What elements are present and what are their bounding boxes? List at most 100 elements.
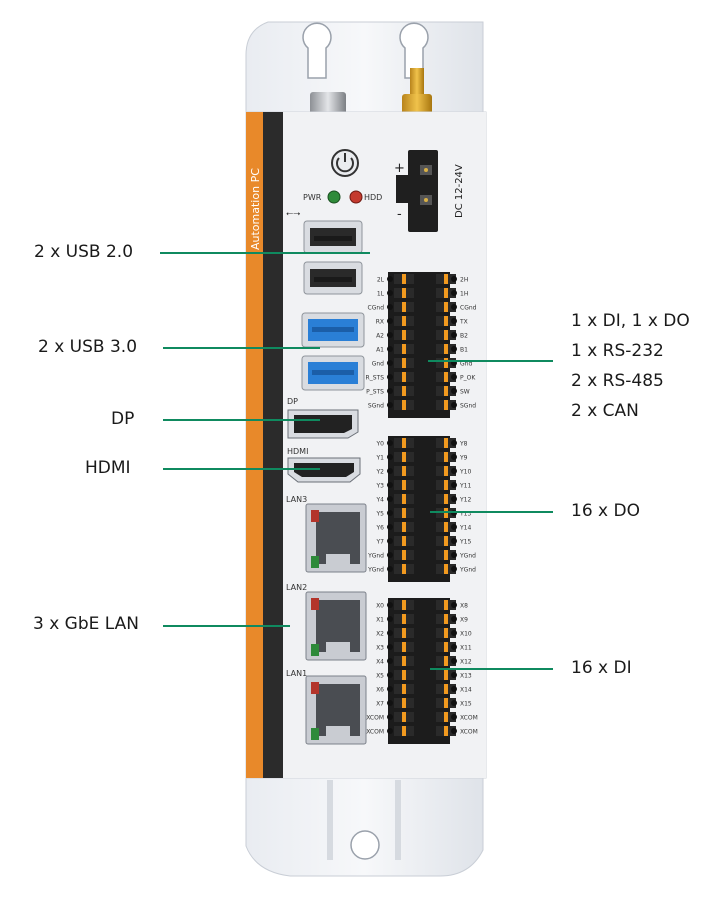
terminal-lever[interactable] (444, 386, 448, 396)
terminal-lever[interactable] (402, 656, 406, 666)
terminal-lever[interactable] (444, 522, 448, 532)
terminal-lever[interactable] (444, 438, 448, 448)
terminal-lever[interactable] (402, 344, 406, 354)
terminal-lever[interactable] (444, 726, 448, 736)
terminal-lever[interactable] (444, 452, 448, 462)
terminal-lever[interactable] (402, 358, 406, 368)
terminal-lever[interactable] (402, 628, 406, 638)
terminal-lever[interactable] (444, 656, 448, 666)
usb2-port-2[interactable] (303, 261, 363, 295)
terminal-hole (451, 616, 457, 622)
terminal-lever[interactable] (444, 536, 448, 546)
terminal-lever[interactable] (444, 564, 448, 574)
terminal-lever[interactable] (444, 642, 448, 652)
terminal-lever[interactable] (402, 684, 406, 694)
pin-label-left: RX (376, 319, 384, 326)
pin-label-right: YGnd (459, 553, 476, 560)
terminal-hole (387, 482, 393, 488)
callout-lan: 3 x GbE LAN (33, 614, 140, 634)
pin-label-left: Y0 (376, 441, 385, 448)
callout-usb2: 2 x USB 2.0 (34, 242, 134, 262)
terminal-lever[interactable] (444, 614, 448, 624)
usb2-port-1[interactable] (303, 220, 363, 254)
terminal-lever[interactable] (402, 386, 406, 396)
terminal-lever[interactable] (444, 628, 448, 638)
terminal-lever[interactable] (444, 684, 448, 694)
terminal-hole (387, 440, 393, 446)
terminal-lever[interactable] (444, 466, 448, 476)
terminal-lever[interactable] (444, 480, 448, 490)
pin-label-right: 1H (460, 291, 468, 298)
terminal-lever[interactable] (444, 698, 448, 708)
pin-label-right: YGnd (459, 567, 476, 574)
terminal-lever[interactable] (444, 274, 448, 284)
terminal-hole (387, 728, 393, 734)
terminal-lever[interactable] (402, 550, 406, 560)
lan2-port[interactable] (305, 591, 367, 661)
pin-label-left: Y5 (376, 511, 385, 518)
terminal-lever[interactable] (402, 466, 406, 476)
terminal-hole (387, 332, 393, 338)
displayport-port[interactable] (287, 409, 359, 439)
terminal-lever[interactable] (402, 536, 406, 546)
dc-power-terminal (396, 150, 438, 232)
terminal-lever[interactable] (444, 600, 448, 610)
pin-label-left: 1L (377, 291, 385, 298)
terminal-lever[interactable] (402, 316, 406, 326)
terminal-lever[interactable] (444, 358, 448, 368)
terminal-hole (387, 686, 393, 692)
terminal-lever[interactable] (402, 726, 406, 736)
terminal-lever[interactable] (402, 670, 406, 680)
leader-dp (163, 419, 320, 421)
terminal-lever[interactable] (444, 400, 448, 410)
terminal-hole (451, 700, 457, 706)
terminal-lever[interactable] (402, 522, 406, 532)
terminal-lever[interactable] (402, 508, 406, 518)
terminal-lever[interactable] (402, 480, 406, 490)
terminal-hole (387, 360, 393, 366)
terminal-lever[interactable] (402, 330, 406, 340)
terminal-lever[interactable] (444, 316, 448, 326)
terminal-lever[interactable] (444, 330, 448, 340)
terminal-lever[interactable] (402, 642, 406, 652)
terminal-lever[interactable] (402, 494, 406, 504)
terminal-lever[interactable] (402, 712, 406, 722)
terminal-lever[interactable] (444, 494, 448, 504)
terminal-lever[interactable] (402, 372, 406, 382)
dp-label: DP (287, 397, 298, 406)
terminal-lever[interactable] (444, 508, 448, 518)
terminal-lever[interactable] (402, 288, 406, 298)
lan3-port[interactable] (305, 503, 367, 573)
terminal-lever[interactable] (402, 452, 406, 462)
terminal-lever[interactable] (444, 288, 448, 298)
terminal-lever[interactable] (402, 564, 406, 574)
pin-label-right: XCOM (460, 729, 478, 736)
terminal-lever[interactable] (444, 712, 448, 722)
lan1-port[interactable] (305, 675, 367, 745)
terminal-hole (387, 468, 393, 474)
pin-label-right: Y13 (459, 511, 471, 518)
terminal-lever[interactable] (444, 302, 448, 312)
terminal-lever[interactable] (402, 400, 406, 410)
power-button[interactable] (331, 149, 359, 177)
terminal-hole (387, 644, 393, 650)
terminal-lever[interactable] (444, 372, 448, 382)
terminal-lever[interactable] (402, 274, 406, 284)
hdmi-port[interactable] (287, 457, 361, 483)
terminal-lever[interactable] (402, 302, 406, 312)
terminal-lever[interactable] (402, 614, 406, 624)
terminal-hole (387, 616, 393, 622)
pin-label-left: CGnd (368, 305, 385, 312)
terminal-hole (451, 566, 457, 572)
terminal-lever[interactable] (402, 438, 406, 448)
callout-comm: 1 x DI, 1 x DO 1 x RS-232 2 x RS-485 2 x… (571, 306, 690, 426)
usb3-port-1[interactable] (301, 312, 365, 348)
usb3-port-2[interactable] (301, 355, 365, 391)
terminal-lever[interactable] (444, 670, 448, 680)
terminal-lever[interactable] (402, 698, 406, 708)
terminal-lever[interactable] (444, 344, 448, 354)
terminal-lever[interactable] (444, 550, 448, 560)
pin-label-left: YGnd (367, 567, 384, 574)
terminal-lever[interactable] (402, 600, 406, 610)
